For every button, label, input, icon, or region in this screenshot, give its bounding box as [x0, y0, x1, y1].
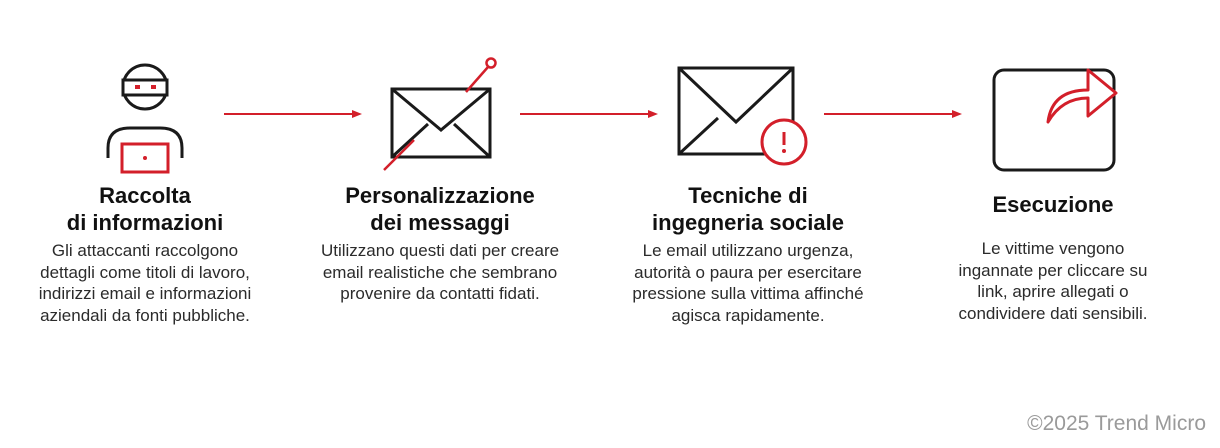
step-description: Le vittime vengono ingannate per cliccar…: [958, 239, 1148, 323]
copyright-notice: ©2025 Trend Micro: [1027, 412, 1206, 435]
flow-arrow-2: [520, 110, 658, 118]
flow-arrow-3: [824, 110, 962, 118]
step-tecniche: Tecniche di ingegneria sociale Le email …: [608, 182, 888, 326]
step-title: Tecniche di ingegneria sociale: [652, 183, 844, 235]
step-esecuzione: Esecuzione Le vittime vengono ingannate …: [928, 191, 1178, 324]
step-title: Raccolta di informazioni: [66, 183, 224, 235]
step-title: Personalizzazione dei messaggi: [345, 183, 535, 235]
step-description: Utilizzano questi dati per creare email …: [320, 241, 560, 303]
share-arrow-icon: [992, 68, 1118, 172]
step-personalizzazione: Personalizzazione dei messaggi Utilizzan…: [305, 182, 575, 305]
hacker-laptop-icon: [106, 63, 184, 174]
step-description: Gli attaccanti raccolgono dettagli come …: [38, 241, 252, 325]
step-title: Esecuzione: [992, 192, 1114, 217]
targeted-envelope-icon: [383, 57, 497, 171]
flow-arrow-1: [224, 110, 362, 118]
step-raccolta: Raccolta di informazioni Gli attaccanti …: [20, 182, 270, 326]
envelope-alert-icon: [677, 66, 808, 166]
step-description: Le email utilizzano urgenza, autorità o …: [632, 241, 864, 325]
